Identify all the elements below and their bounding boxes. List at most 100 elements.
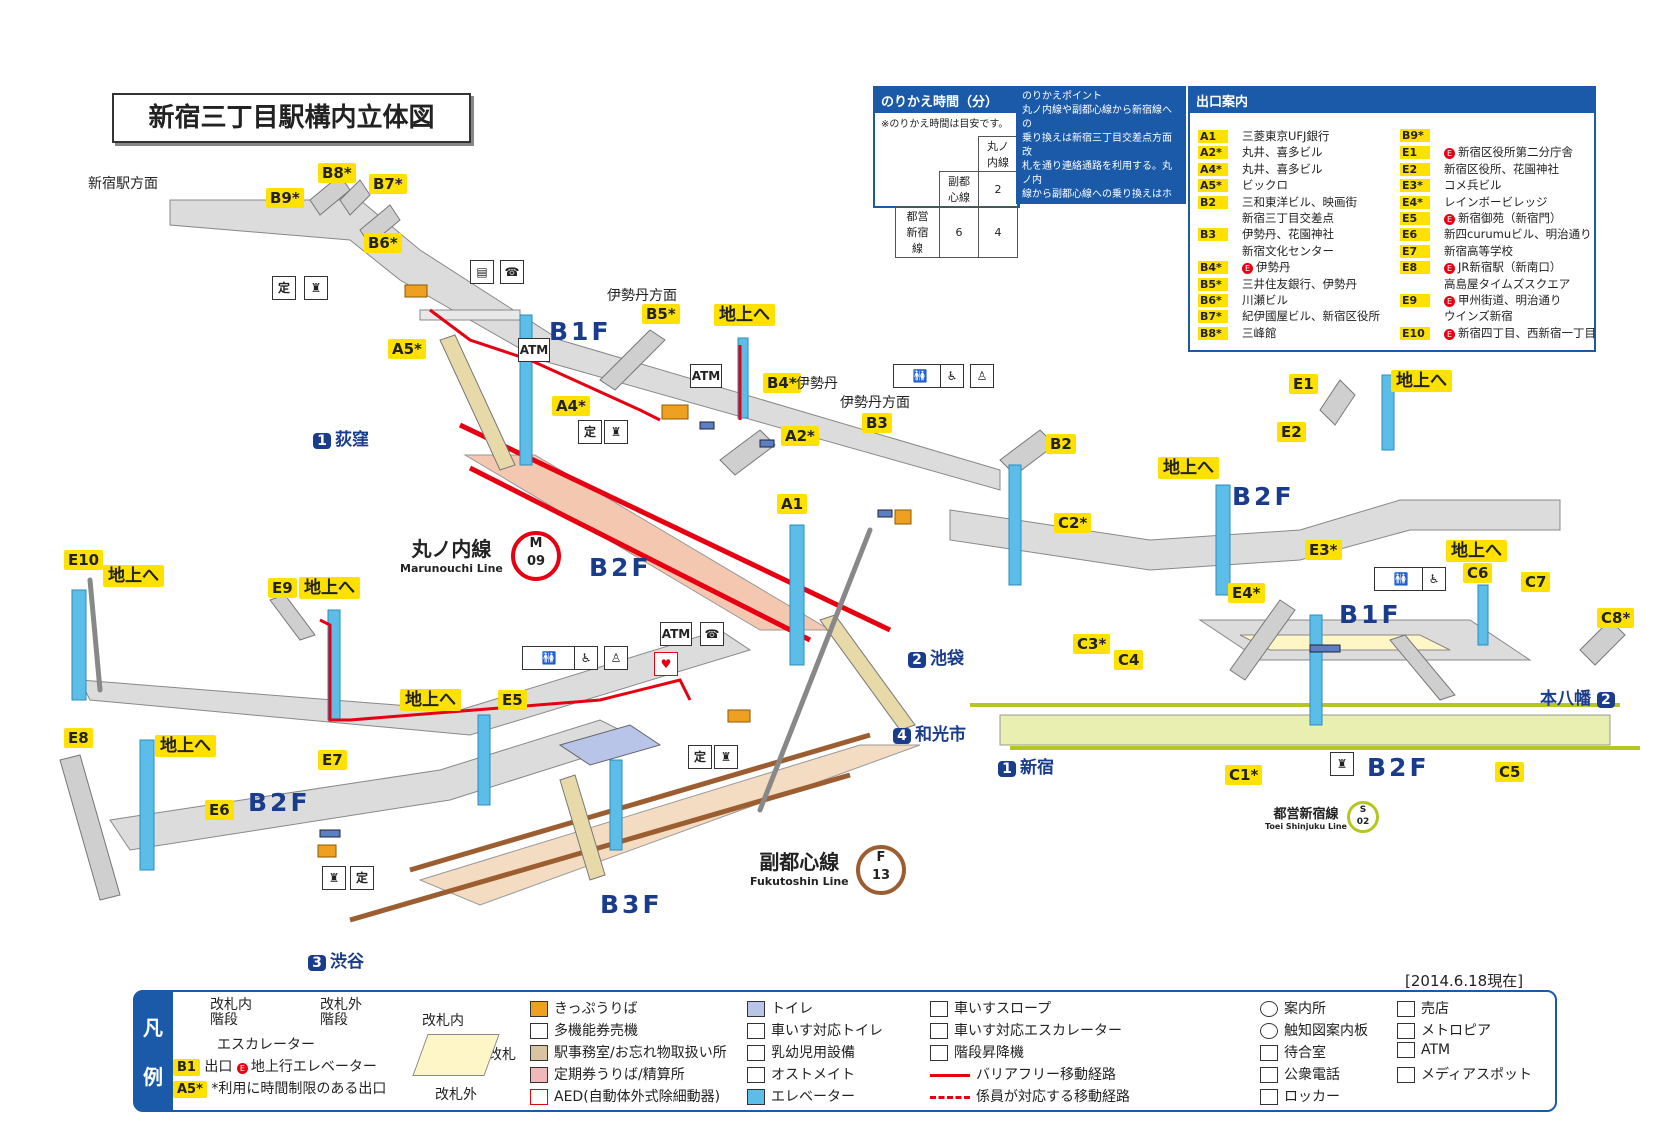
exit-destination: 新四curumuビル、明治通り <box>1444 227 1592 242</box>
toilet-icon: 🚻 <box>522 646 576 670</box>
legend-stair-lift: 階段昇降機 <box>930 1042 1024 1062</box>
exit-destination: 三和東洋ビル、映画街 <box>1242 194 1357 209</box>
baby-facility-icon: ♿ <box>940 364 964 388</box>
exit-code: E2 <box>1400 162 1430 176</box>
exit-label: E5 <box>498 690 527 710</box>
exit-code: E8 <box>1400 261 1430 275</box>
elevator-exit-icon: E <box>1444 328 1455 340</box>
exit-row: B8*三峰館 <box>1198 325 1277 341</box>
b2f-left-concourse <box>79 629 752 736</box>
transfer-time-heading: のりかえ時間（分） <box>875 88 1018 113</box>
floor-label: B1F <box>549 317 612 346</box>
shinjuku-platform <box>999 714 1611 746</box>
elevator-exit-icon: E <box>1444 263 1455 275</box>
station-office-icon: ♜ <box>714 745 738 769</box>
exit-code: E6 <box>1400 228 1430 242</box>
legend-aed: AED(自動体外式除細動器) <box>530 1086 720 1106</box>
exit-code: B4* <box>1198 261 1228 275</box>
marunouchi-track-2 <box>468 465 812 643</box>
exit-row: 高島屋タイムズスクエア <box>1400 276 1570 292</box>
exit-row: A4*丸井、喜多ビル <box>1198 161 1323 177</box>
exit-label: B5* <box>642 304 680 324</box>
exit-row: A2*丸井、喜多ビル <box>1198 144 1323 160</box>
legend-phone: 公衆電話 <box>1260 1064 1340 1084</box>
destination-label: 本八幡 2 <box>1540 684 1619 709</box>
exit-label: B7* <box>369 174 407 194</box>
elevator-exit-icon: E <box>1444 214 1455 225</box>
exit-destination: レインボービレッジ <box>1444 194 1548 209</box>
station-office-icon: ♜ <box>304 276 328 300</box>
fukutoshin-track-2 <box>409 732 871 873</box>
baby-facility-icon: ♿ <box>1422 567 1446 591</box>
to-ground-label: 地上へ <box>1446 540 1507 562</box>
exit-label: E4* <box>1228 583 1265 603</box>
exit-label: E3* <box>1305 540 1342 560</box>
legend-gate-inside: 改札内 <box>422 1013 464 1029</box>
exit-destination: コメ兵ビル <box>1444 178 1502 193</box>
direction-label: 伊勢丹方面 <box>840 395 910 411</box>
station-office-icon: ♜ <box>604 420 628 444</box>
direction-label: 伊勢丹 <box>796 376 838 392</box>
exit-code: E5 <box>1400 212 1430 225</box>
legend-gate-diagram <box>412 1034 500 1076</box>
page-title: 新宿三丁目駅構内立体図 <box>112 93 471 143</box>
exit-label: E1 <box>1289 374 1318 394</box>
exit-row: 新宿文化センター <box>1198 243 1334 259</box>
exit-code: E4* <box>1400 195 1430 209</box>
exit-row: B9* <box>1400 128 1444 142</box>
exit-label: B4* <box>763 373 801 393</box>
legend-elevator: エレベーター <box>747 1086 855 1106</box>
exit-row: ウインズ新宿 <box>1400 308 1513 324</box>
direction-label: 新宿駅方面 <box>88 176 158 192</box>
exit-destination: 新宿区役所第二分庁舎 <box>1458 145 1573 160</box>
exit-label: B3 <box>862 413 892 433</box>
pass-office-icon: 定 <box>578 420 602 444</box>
legend-gate-outside: 改札外 <box>435 1087 477 1103</box>
exit-label: B6* <box>364 233 402 253</box>
exit-code: B8* <box>1198 326 1228 340</box>
exit-destination: 新宿四丁目、西新宿一丁目 <box>1458 325 1596 340</box>
exit-label: C2* <box>1054 513 1092 533</box>
date-stamp: [2014.6.18現在] <box>1405 972 1524 990</box>
exit-destination: 新宿御苑（新宿門） <box>1458 211 1562 225</box>
exit-code: E7 <box>1400 244 1430 258</box>
exit-label: E7 <box>318 750 347 770</box>
legend-pass-office: 定期券うりば/精算所 <box>530 1064 685 1084</box>
exit-label: C5 <box>1495 762 1525 782</box>
legend-ostomate: オストメイト <box>747 1064 855 1084</box>
legend-station-office: 駅事務室/お忘れ物取扱い所 <box>530 1042 727 1062</box>
legend-locker: ロッカー <box>1260 1086 1340 1106</box>
exit-label: C1* <box>1225 765 1263 785</box>
atm-icon: ATM <box>690 364 722 388</box>
exit-label: A2* <box>781 426 819 446</box>
exit-guide-heading: 出口案内 <box>1190 88 1594 113</box>
phone-icon: ☎ <box>500 260 524 284</box>
legend-tactile-map: 触知図案内板 <box>1260 1020 1368 1040</box>
exit-label: A4* <box>552 396 590 416</box>
exit-destination: 新宿三丁目交差点 <box>1242 211 1334 225</box>
exit-row: E6 新四curumuビル、明治通り <box>1400 226 1592 242</box>
baby-facility-icon: ♿ <box>574 646 598 670</box>
exit-code: B9* <box>1400 129 1430 142</box>
exit-destination: ビックロ <box>1242 178 1288 193</box>
exit-code: E9 <box>1400 294 1430 307</box>
legend-multi-ticket: 多機能券売機 <box>530 1020 638 1040</box>
exit-destination: 丸井、喜多ビル <box>1242 145 1323 160</box>
floor-label: B2F <box>248 788 311 817</box>
